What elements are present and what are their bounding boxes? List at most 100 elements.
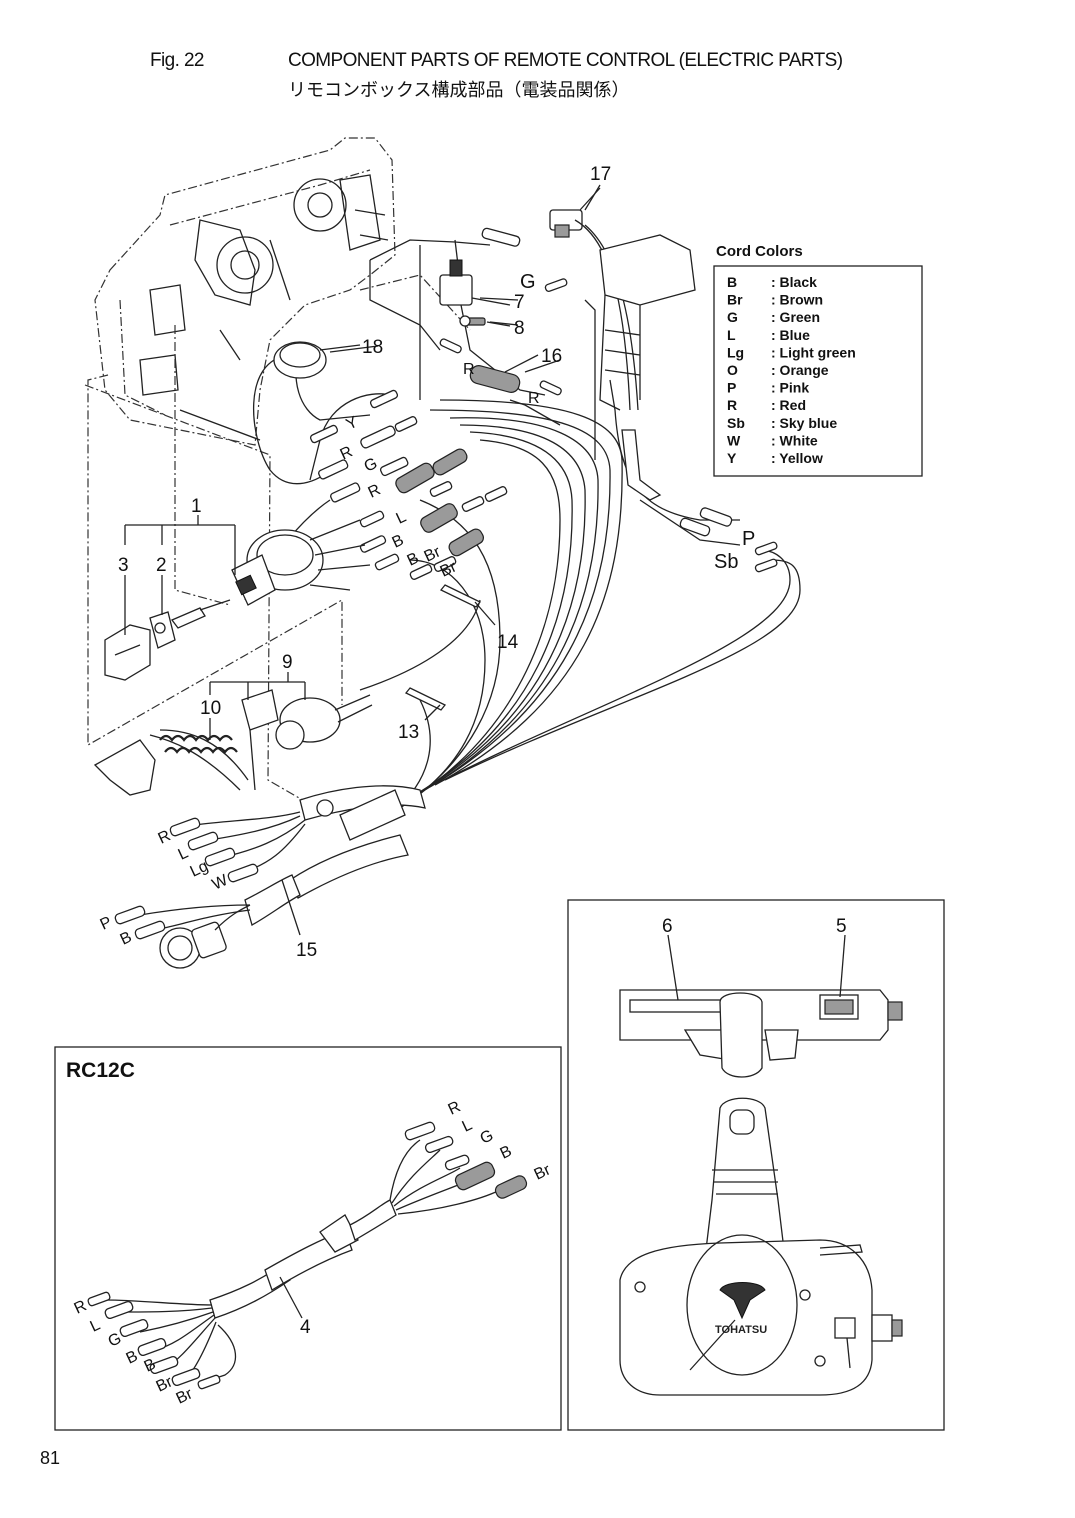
leader-line	[174, 325, 231, 606]
part-number-10: 10	[200, 698, 221, 719]
part-15-harness	[159, 785, 426, 969]
wire-label: B	[405, 550, 422, 570]
part-3-key-cover	[104, 624, 151, 681]
part-number-15: 15	[296, 940, 317, 961]
wire-label: Br	[154, 1373, 176, 1395]
part-1-2-3-bracket	[124, 515, 236, 635]
leader-line	[84, 384, 321, 811]
cord-color-name: : Yellow	[771, 450, 823, 466]
cord-color-name: : Black	[771, 274, 817, 290]
wire-label: R	[366, 481, 384, 501]
part-number-1: 1	[191, 496, 202, 517]
wire-label: R	[463, 361, 475, 378]
part-number-4: 4	[300, 1317, 311, 1338]
cord-color-code: Y	[727, 450, 737, 466]
part-14-clip	[439, 584, 496, 626]
wire-label: L	[460, 1116, 475, 1135]
cord-colors-box	[713, 265, 923, 477]
cord-color-name: : Green	[771, 309, 820, 325]
wire-label: L	[394, 508, 409, 527]
part-1-main-switch	[231, 519, 371, 606]
cord-color-code: L	[727, 327, 736, 343]
figure-title-japanese: リモコンボックス構成部品（電装品関係）	[288, 80, 630, 101]
cord-color-name: : Red	[771, 397, 806, 413]
part-number-18: 18	[362, 337, 383, 358]
cord-colors-title: Cord Colors	[716, 243, 803, 260]
cord-color-code: G	[727, 309, 738, 325]
part-number-17: 17	[590, 164, 611, 185]
wire-label: R	[446, 1098, 464, 1118]
wire-label: Br	[438, 558, 460, 580]
part-2-key	[149, 599, 231, 649]
part-number-9: 9	[282, 652, 293, 673]
leader-line	[359, 274, 471, 331]
part-number-5: 5	[836, 916, 847, 937]
wire-label: P	[98, 914, 115, 934]
cord-color-name: : Orange	[771, 362, 829, 378]
cord-color-code: Lg	[727, 344, 744, 360]
wire-label: L	[88, 1316, 103, 1335]
wire-label: B	[498, 1143, 515, 1163]
harness-15-wire-ends	[114, 811, 306, 940]
cord-color-code: P	[727, 380, 736, 396]
wire-label: G	[478, 1127, 496, 1148]
cord-color-name: : Pink	[771, 380, 809, 396]
cord-color-name: : Light green	[771, 344, 856, 360]
wire-label: G	[520, 271, 536, 293]
part-number-6: 6	[662, 916, 673, 937]
wire-label: Sb	[714, 551, 738, 573]
cord-color-name: : White	[771, 432, 818, 448]
part-18-buzzer	[273, 341, 361, 379]
wire-label: R	[72, 1297, 90, 1317]
part-number-3: 3	[118, 555, 129, 576]
wire-label: P	[742, 528, 755, 550]
cord-color-name: : Brown	[771, 292, 823, 308]
part-number-8: 8	[514, 318, 525, 339]
page-number: 81	[40, 1448, 61, 1468]
cord-color-code: Br	[727, 292, 743, 308]
wire-label: B	[390, 532, 407, 552]
remote-control-housing	[94, 137, 396, 446]
part-number-2: 2	[156, 555, 167, 576]
wire-label: Br	[422, 543, 444, 565]
cord-color-code: B	[727, 274, 737, 290]
leader-line	[87, 374, 343, 747]
figure-label: Fig. 22	[150, 50, 204, 71]
wire-connectors	[309, 227, 778, 580]
cord-color-name: : Blue	[771, 327, 810, 343]
wiring-harness	[244, 239, 801, 811]
tohatsu-logo	[719, 1282, 766, 1320]
part-16-filter	[469, 354, 539, 393]
leader-lines	[329, 187, 601, 373]
wire-label: Lg	[188, 858, 211, 881]
part-number-13: 13	[398, 722, 419, 743]
part-number-14: 14	[497, 632, 519, 653]
wire-label: B	[118, 929, 135, 949]
cord-color-code: O	[727, 362, 738, 378]
wire-label: Br	[532, 1161, 554, 1183]
part-number-16: 16	[541, 346, 562, 367]
cord-color-code: W	[727, 432, 741, 448]
cord-color-code: R	[727, 397, 737, 413]
part-7-switch	[439, 259, 511, 306]
wire-label: G	[362, 455, 380, 476]
control-housing-side	[619, 1239, 873, 1396]
inset-rc12c: RC12C R L G B Br R L G	[54, 1046, 562, 1431]
wire-label: R	[528, 390, 540, 407]
part-9-10-bracket	[209, 672, 306, 740]
part-8-screw	[459, 315, 511, 327]
wire-label: Br	[174, 1385, 196, 1407]
figure-title-english: COMPONENT PARTS OF REMOTE CONTROL (ELECT…	[288, 50, 843, 71]
inset-rc12c-title: RC12C	[66, 1059, 135, 1082]
part-number-7: 7	[514, 292, 525, 313]
part-9-stop-switch	[275, 694, 373, 750]
part-10-lanyard	[93, 689, 279, 796]
inset-remote-control-views: TOHATSU	[567, 899, 945, 1431]
throttle-handle-outline	[599, 234, 696, 501]
cord-color-code: Sb	[727, 415, 745, 431]
part-13-clip	[404, 687, 447, 721]
cord-color-name: : Sky blue	[771, 415, 837, 431]
